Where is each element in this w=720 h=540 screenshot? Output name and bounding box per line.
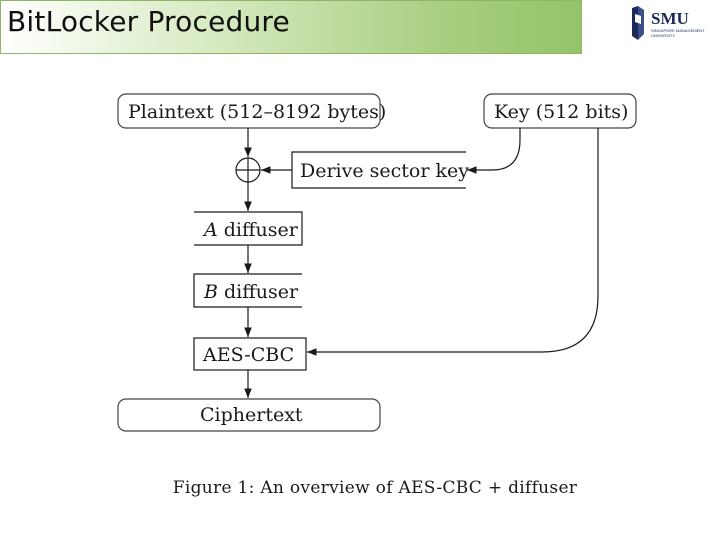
arrow-key-to-derive xyxy=(467,128,521,174)
slide-title: BitLocker Procedure xyxy=(7,5,290,38)
svg-text:A diffuser: A diffuser xyxy=(202,219,299,241)
a-diffuser-node: A diffuser xyxy=(194,211,303,246)
arrow-key-to-aes xyxy=(307,128,599,356)
derive-label: Derive sector key xyxy=(300,160,469,182)
smu-crest-icon xyxy=(632,6,644,40)
key-node: Key (512 bits) xyxy=(483,93,637,129)
xor-symbol xyxy=(235,157,261,183)
title-bar: BitLocker Procedure xyxy=(0,0,582,54)
ciphertext-label: Ciphertext xyxy=(200,404,303,426)
b-diffuser-variable: B xyxy=(203,281,218,303)
aes-cbc-node: AES-CBC xyxy=(193,337,307,371)
key-label: Key (512 bits) xyxy=(494,101,628,123)
logo-wordmark: SMU xyxy=(651,9,689,28)
logo-fine-print: SINGAPORE MANAGEMENT UNIVERSITY xyxy=(651,28,705,38)
plaintext-node: Plaintext (512–8192 bytes) xyxy=(117,93,386,129)
svg-text:B diffuser: B diffuser xyxy=(203,281,299,303)
aes-cbc-label: AES-CBC xyxy=(202,344,294,366)
b-diffuser-label: diffuser xyxy=(218,281,299,303)
b-diffuser-node: B diffuser xyxy=(193,273,302,308)
derive-sector-key-node: Derive sector key xyxy=(291,151,469,189)
smu-logo: SMU SINGAPORE MANAGEMENT UNIVERSITY xyxy=(626,4,714,44)
plaintext-label: Plaintext (512–8192 bytes) xyxy=(128,101,386,123)
a-diffuser-label: diffuser xyxy=(218,219,299,241)
figure-caption: Figure 1: An overview of AES-CBC + diffu… xyxy=(172,478,578,498)
a-diffuser-variable: A xyxy=(202,219,218,241)
ciphertext-node: Ciphertext xyxy=(117,398,381,432)
